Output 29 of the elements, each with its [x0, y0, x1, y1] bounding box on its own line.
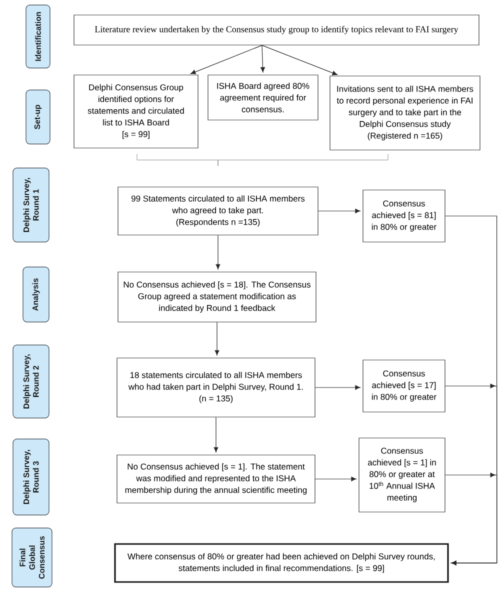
stage-label: Final Global Consensus — [12, 528, 52, 588]
stage-label: Delphi Survey, Round 2 — [12, 344, 50, 418]
process-box: No Consensus achieved [s = 1]. The statement was modified and represented to the ISHA membership during the annual scientific meeting — [116, 454, 316, 504]
arrow — [315, 476, 356, 482]
process-box: Consensus achieved [s = 81] in 80% or greater — [362, 190, 446, 242]
stage-label: Set-up — [26, 90, 50, 144]
stage-label: Delphi Survey, Round 1 — [12, 168, 50, 242]
process-box: Invitations sent to all ISHA members to record personal experience in FAI surgery and to take part in the Delphi Consensus study (Registered n =165) — [330, 76, 480, 150]
process-box: ISHA Board agreed 80% agreement required for consensus. — [208, 74, 318, 120]
arrow — [190, 45, 262, 74]
arrow — [315, 385, 360, 390]
process-box: Consensus achieved [s = 17] in 80% or greater — [362, 360, 446, 412]
arrow — [260, 45, 265, 72]
stage-label: Identification — [26, 4, 50, 68]
process-box: Literature review undertaken by the Consensus study group to identify topics relevant to FAI surgery — [74, 14, 480, 46]
arrow — [445, 472, 498, 566]
process-box: Delphi Consensus Group identified options for statements and circulated list to ISHA Board [s = 99] — [74, 74, 198, 148]
process-box: No Consensus achieved [s = 18]. The Consensus Group agreed a statement modification as indicated by Round 1 feedback — [118, 272, 316, 322]
process-box: Consensus achieved [s = 1] in 80% or greater at 10$^{th}$ Annual ISHA meeting — [358, 438, 446, 512]
process-box: 18 statements circulated to all ISHA members who had taken part in Delphi Survey, Round 1. (n = 135) — [116, 358, 316, 418]
arrow — [318, 208, 360, 214]
process-box: 99 Statements circulated to all ISHA members who agreed to take part. (Respondents n =135) — [118, 186, 318, 236]
arrow — [214, 417, 218, 452]
arrow — [262, 45, 338, 76]
stage-label: Analysis — [22, 266, 50, 322]
arrow — [216, 235, 220, 270]
process-box: Where consensus of 80% or greater had been achieved on Delphi Survey rounds, statements included in final recommendations. [s = 99] — [114, 543, 449, 583]
stage-label: Delphi Survey, Round 3 — [12, 438, 50, 516]
arrow — [214, 322, 220, 356]
